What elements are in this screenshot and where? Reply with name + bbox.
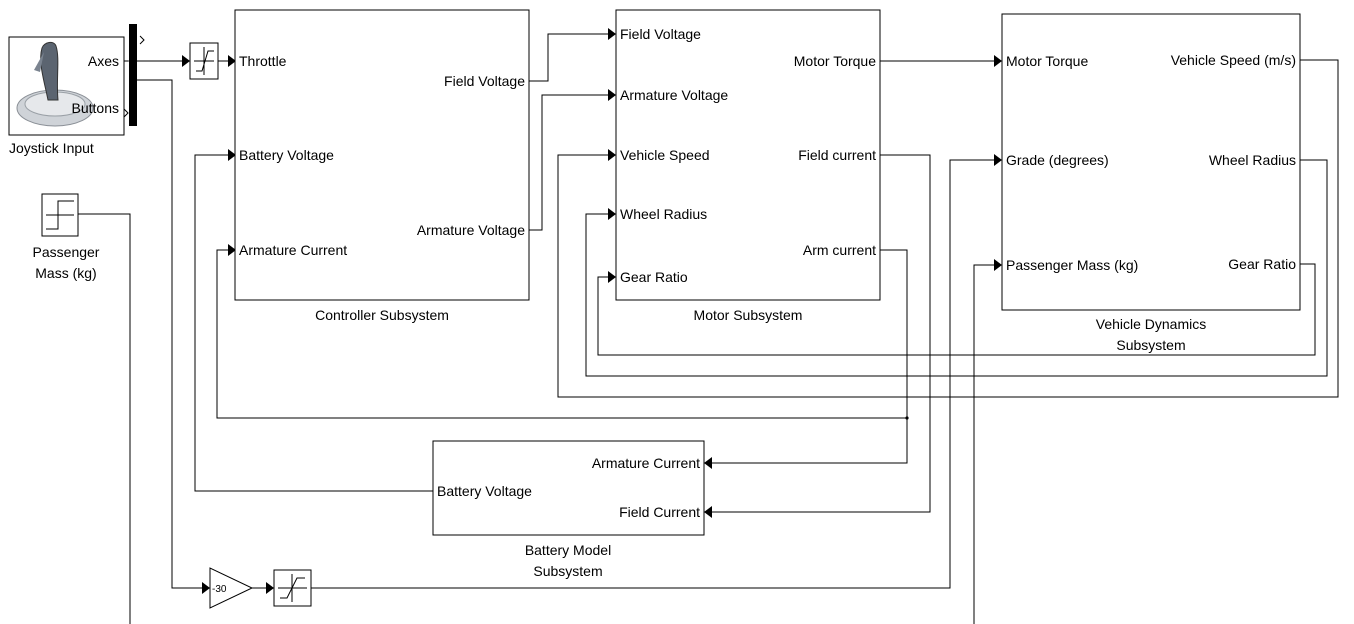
arrowhead bbox=[202, 582, 210, 594]
branch-point bbox=[905, 416, 908, 419]
battery-in-field-current: Field Current bbox=[619, 504, 700, 520]
mux-block[interactable] bbox=[129, 24, 144, 126]
arrowhead bbox=[266, 582, 274, 594]
wire-field-voltage bbox=[529, 34, 608, 81]
controller-caption: Controller Subsystem bbox=[315, 307, 449, 323]
saturation-block-2[interactable] bbox=[274, 570, 311, 606]
passenger-mass-step-block[interactable]: Passenger Mass (kg) bbox=[33, 194, 100, 281]
wire-passenger-mass-right bbox=[974, 265, 994, 624]
vehicle-caption-line-2: Subsystem bbox=[1116, 337, 1185, 353]
buttons-port-marker bbox=[124, 109, 128, 117]
battery-out-battery-voltage: Battery Voltage bbox=[437, 483, 532, 499]
arrowhead bbox=[994, 259, 1002, 271]
motor-caption: Motor Subsystem bbox=[694, 307, 803, 323]
joystick-input-block[interactable]: Axes Buttons Joystick Input bbox=[9, 37, 128, 156]
wire-mux-to-gain bbox=[137, 80, 202, 588]
vehicle-dynamics-subsystem-block[interactable]: Motor Torque Grade (degrees) Passenger M… bbox=[1002, 14, 1300, 353]
motor-out-arm-current: Arm current bbox=[803, 242, 876, 258]
controller-subsystem-block[interactable]: Throttle Battery Voltage Armature Curren… bbox=[235, 10, 529, 323]
vehicle-caption-line-1: Vehicle Dynamics bbox=[1096, 316, 1207, 332]
battery-in-armature-current: Armature Current bbox=[592, 455, 700, 471]
arrowhead bbox=[608, 89, 616, 101]
step-caption-line-1: Passenger bbox=[33, 244, 100, 260]
arrowhead bbox=[608, 208, 616, 220]
motor-in-gear-ratio: Gear Ratio bbox=[620, 269, 688, 285]
arrowhead bbox=[704, 506, 712, 518]
arrowhead bbox=[608, 149, 616, 161]
vehicle-out-wheel-radius: Wheel Radius bbox=[1209, 152, 1296, 168]
gain-value: -30 bbox=[212, 584, 227, 595]
motor-in-wheel-radius: Wheel Radius bbox=[620, 206, 707, 222]
vehicle-in-grade: Grade (degrees) bbox=[1006, 152, 1109, 168]
motor-in-field-voltage: Field Voltage bbox=[620, 26, 701, 42]
motor-in-vehicle-speed: Vehicle Speed bbox=[620, 147, 710, 163]
battery-caption-line-2: Subsystem bbox=[533, 563, 602, 579]
vehicle-out-gear-ratio: Gear Ratio bbox=[1228, 256, 1296, 272]
arrowhead bbox=[994, 55, 1002, 67]
motor-subsystem-block[interactable]: Field Voltage Armature Voltage Vehicle S… bbox=[616, 10, 880, 323]
saturation-block[interactable] bbox=[190, 43, 218, 79]
arrowhead bbox=[994, 154, 1002, 166]
battery-model-subsystem-block[interactable]: Armature Current Field Current Battery V… bbox=[433, 441, 704, 579]
controller-in-throttle: Throttle bbox=[239, 53, 287, 69]
arrowhead bbox=[608, 271, 616, 283]
controller-in-battery-voltage: Battery Voltage bbox=[239, 147, 334, 163]
mux-output-marker bbox=[140, 36, 144, 44]
arrowhead bbox=[608, 28, 616, 40]
controller-out-armature-voltage: Armature Voltage bbox=[417, 222, 525, 238]
vehicle-out-speed: Vehicle Speed (m/s) bbox=[1171, 52, 1296, 68]
controller-in-armature-current: Armature Current bbox=[239, 242, 347, 258]
arrowhead bbox=[182, 55, 190, 67]
wire-armature-voltage bbox=[529, 95, 608, 230]
step-caption-line-2: Mass (kg) bbox=[35, 265, 96, 281]
joystick-axes-port: Axes bbox=[88, 53, 119, 69]
arrowhead bbox=[704, 457, 712, 469]
controller-out-field-voltage: Field Voltage bbox=[444, 73, 525, 89]
motor-in-armature-voltage: Armature Voltage bbox=[620, 87, 728, 103]
battery-caption-line-1: Battery Model bbox=[525, 542, 611, 558]
gain-block[interactable]: -30 bbox=[210, 568, 252, 608]
joystick-caption: Joystick Input bbox=[9, 140, 94, 156]
motor-out-motor-torque: Motor Torque bbox=[794, 53, 876, 69]
vehicle-in-motor-torque: Motor Torque bbox=[1006, 53, 1088, 69]
joystick-buttons-port: Buttons bbox=[72, 100, 119, 116]
vehicle-in-passenger-mass: Passenger Mass (kg) bbox=[1006, 257, 1138, 273]
mux-bar bbox=[129, 24, 137, 126]
motor-out-field-current: Field current bbox=[798, 147, 876, 163]
